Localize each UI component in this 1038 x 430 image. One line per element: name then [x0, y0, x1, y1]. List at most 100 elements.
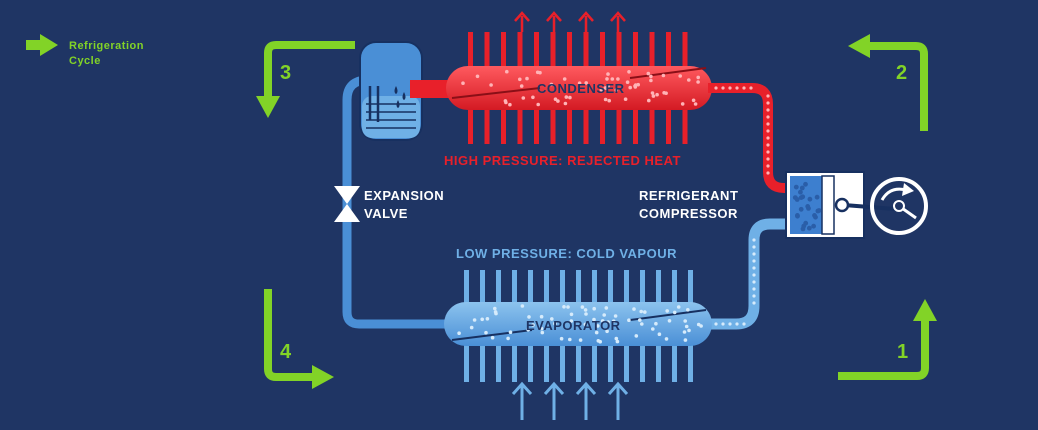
evaporator-coil — [444, 302, 712, 346]
refrigerant-bubble — [766, 143, 770, 147]
refrigerant-bubble — [766, 101, 770, 105]
refrigerant-bubble — [606, 72, 610, 76]
refrigerant-bubble — [650, 91, 655, 95]
expansion-valve-line-1: EXPANSION — [364, 188, 445, 203]
refrigerant-bubble — [691, 98, 696, 103]
refrigerant-bubble — [800, 226, 806, 232]
refrigerant-bubble — [614, 336, 619, 341]
refrigerant-bubble — [752, 252, 756, 256]
high-pressure-label: HIGH PRESSURE: REJECTED HEAT — [444, 153, 681, 168]
refrigerant-bubble — [610, 77, 615, 81]
refrigerant-bubble — [527, 315, 531, 319]
step-number-4: 4 — [280, 341, 292, 363]
refrigerant-bubble — [556, 99, 560, 103]
refrigerant-bubble — [803, 220, 809, 226]
legend-line-2: Cycle — [69, 55, 101, 67]
refrigerant-bubble — [549, 82, 554, 87]
refrigerant-bubble — [728, 86, 732, 90]
refrigerant-bubble — [799, 185, 805, 191]
step-arrow-2-icon — [848, 34, 928, 131]
refrigerant-bubble — [661, 73, 666, 78]
refrigerant-bubble — [504, 100, 508, 105]
refrigerant-bubble — [792, 195, 798, 201]
refrigerant-bubble — [634, 334, 639, 338]
refrigerant-bubble — [806, 225, 812, 231]
refrigerant-bubble — [813, 214, 818, 220]
refrigerant-bubble — [752, 287, 756, 291]
hot-air-arrowhead — [610, 11, 626, 22]
refrigerant-bubble — [604, 306, 609, 310]
refrigerant-bubble — [693, 102, 698, 106]
refrigerant-bubble — [752, 301, 756, 305]
refrigerant-bubble — [540, 330, 545, 335]
refrigerant-bubble — [721, 322, 725, 326]
refrigerant-bubble — [735, 322, 739, 326]
refrigerant-bubble — [752, 245, 756, 249]
step-arrow-1-icon — [838, 299, 937, 380]
refrigerant-bubble — [728, 322, 732, 326]
refrigerant-bubble — [649, 74, 653, 79]
refrigerant-bubble — [580, 305, 585, 309]
air-intake-arrows-icon — [511, 381, 629, 420]
refrigerant-bubble — [633, 85, 638, 89]
hot-air-arrowhead — [514, 11, 530, 22]
refrigerant-bubble — [564, 95, 569, 99]
refrigerant-bubble — [721, 86, 725, 90]
refrigerant-bubble — [566, 305, 570, 309]
refrigerant-bubble — [584, 312, 588, 316]
refrigerant-bubble — [606, 320, 610, 324]
legend-arrow-icon — [26, 34, 58, 56]
refrigerant-bubble — [531, 95, 535, 100]
refrigerant-bubble — [687, 328, 691, 333]
compressor-line-2: COMPRESSOR — [639, 206, 738, 221]
refrigerant-bubble — [749, 86, 753, 90]
expansion-valve-line-2: VALVE — [364, 206, 408, 221]
refrigerant-bubble — [766, 108, 770, 112]
refrigerant-bubble — [766, 150, 770, 154]
refrigerant-bubble — [469, 325, 474, 330]
refrigerant-bubble — [696, 322, 701, 327]
refrigerant-bubble — [518, 77, 522, 82]
refrigerant-bubble — [696, 75, 700, 80]
refrigerant-bubble — [628, 85, 632, 90]
refrigerant-bubble — [735, 86, 739, 90]
refrigerant-bubble — [520, 304, 525, 308]
refrigerant-bubble — [562, 305, 566, 309]
refrigerant-bubble — [577, 81, 582, 85]
hot-gas-pipe — [708, 83, 794, 193]
refrigerant-bubble — [531, 323, 535, 327]
refrigerant-bubble — [480, 317, 485, 322]
refrigerant-bubble — [655, 92, 659, 97]
refrigerant-bubble — [489, 83, 493, 87]
refrigerant-bubble — [752, 259, 756, 263]
refrigerant-bubble — [643, 310, 647, 314]
refrigerant-bubble — [615, 339, 620, 344]
refrigerant-bubble — [602, 313, 606, 317]
refrigerant-bubble — [752, 273, 756, 277]
refrigerant-bubble — [752, 294, 756, 298]
refrigerant-bubble — [766, 115, 770, 119]
legend-line-1: Refrigeration — [69, 40, 144, 52]
refrigerant-bubble — [568, 95, 572, 100]
refrigerant-bubble — [485, 317, 490, 321]
expansion-valve-icon — [334, 186, 360, 222]
refrigerant-bubble — [563, 101, 568, 106]
hot-air-arrowhead — [546, 11, 562, 22]
refrigerant-bubble — [649, 78, 653, 83]
refrigerant-bubble — [550, 317, 554, 321]
refrigerant-bubble — [603, 97, 608, 102]
refrigerant-bubble — [742, 322, 746, 326]
refrigerant-bubble — [752, 280, 756, 284]
refrigerant-bubble — [664, 337, 669, 341]
refrigerant-bubble — [687, 78, 691, 82]
compressor-unit — [785, 171, 909, 239]
refrigerant-bubble — [613, 314, 618, 318]
refrigerant-bubble — [484, 330, 488, 335]
cold-air-arrowhead — [575, 381, 597, 396]
refrigerant-bubble — [696, 80, 700, 84]
refrigerant-bubble — [636, 82, 640, 87]
refrigerant-bubble — [646, 71, 651, 76]
refrigerant-bubble — [632, 307, 636, 311]
refrigerant-bubble — [807, 196, 813, 202]
refrigerant-bubble — [651, 94, 656, 98]
